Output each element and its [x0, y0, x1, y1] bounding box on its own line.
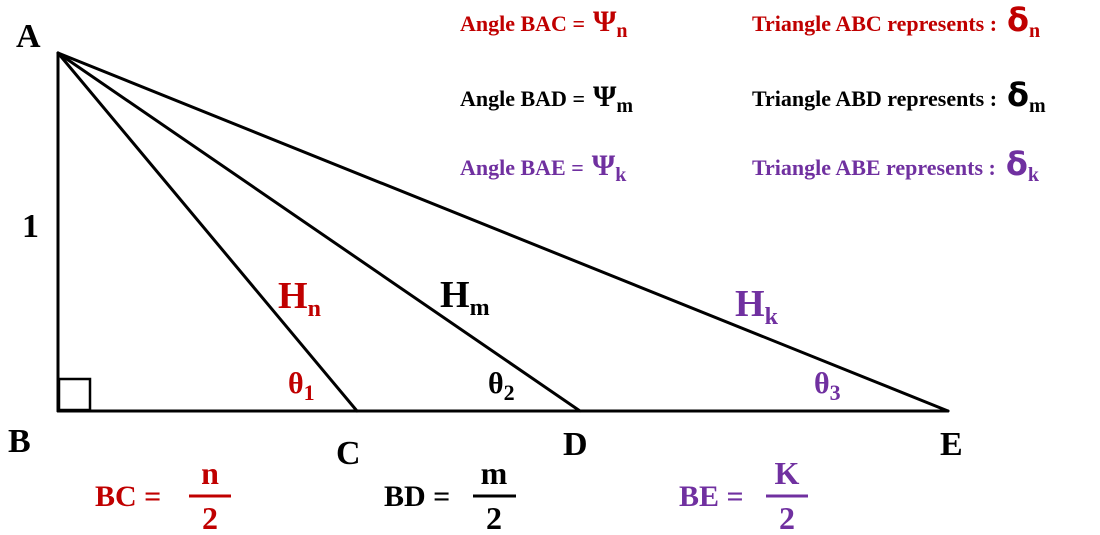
legend-triangle-abe: Triangle ABE represents :δk: [752, 145, 1040, 186]
hypotenuse-hn-label: Hn: [278, 275, 321, 322]
length-bc-lhs: BC =: [95, 480, 161, 513]
point-b-label: B: [8, 423, 31, 460]
length-bd-denominator: 2: [486, 500, 502, 535]
length-bc-denominator: 2: [202, 500, 218, 535]
legend-row-n: Angle BAC =Ψn Triangle ABC represents :δ…: [460, 1, 1040, 42]
hypotenuse-ac: [56, 51, 359, 413]
length-bd-lhs: BD =: [384, 480, 450, 513]
length-bd: BD = m 2: [384, 455, 516, 535]
length-bc: BC = n 2: [95, 455, 231, 535]
point-a-label: A: [16, 18, 41, 55]
legend-angle-bac: Angle BAC =Ψn: [460, 5, 628, 42]
length-bc-numerator: n: [201, 455, 219, 491]
point-e-label: E: [940, 426, 963, 463]
legend-triangle-abc: Triangle ABC represents :δn: [752, 1, 1040, 42]
legend-angle-bad: Angle BAD =Ψm: [460, 80, 633, 117]
triangle-lines: [56, 51, 950, 413]
hypotenuse-hk-label: Hk: [735, 283, 779, 330]
point-d-label: D: [563, 426, 588, 463]
length-be-numerator: K: [775, 455, 800, 491]
side-ab-length-label: 1: [22, 208, 39, 245]
angle-theta1-label: θ1: [288, 367, 315, 405]
legend-row-m: Angle BAD =Ψm Triangle ABD represents :δ…: [460, 76, 1046, 117]
angle-theta2-label: θ2: [488, 367, 515, 405]
length-be-denominator: 2: [779, 500, 795, 535]
length-be-lhs: BE =: [679, 480, 744, 513]
legend-angle-bae: Angle BAE =Ψk: [460, 149, 627, 186]
angle-theta3-label: θ3: [814, 367, 841, 405]
legend-triangle-abd: Triangle ABD represents :δm: [752, 76, 1046, 117]
right-angle-marker: [57, 377, 92, 412]
point-c-label: C: [336, 435, 361, 472]
hypotenuse-ad: [56, 51, 582, 413]
hypotenuse-hm-label: Hm: [440, 274, 490, 321]
length-be: BE = K 2: [679, 455, 808, 535]
hypotenuse-ae: [56, 51, 950, 413]
legend-row-k: Angle BAE =Ψk Triangle ABE represents :δ…: [460, 145, 1040, 186]
length-bd-numerator: m: [481, 455, 508, 491]
